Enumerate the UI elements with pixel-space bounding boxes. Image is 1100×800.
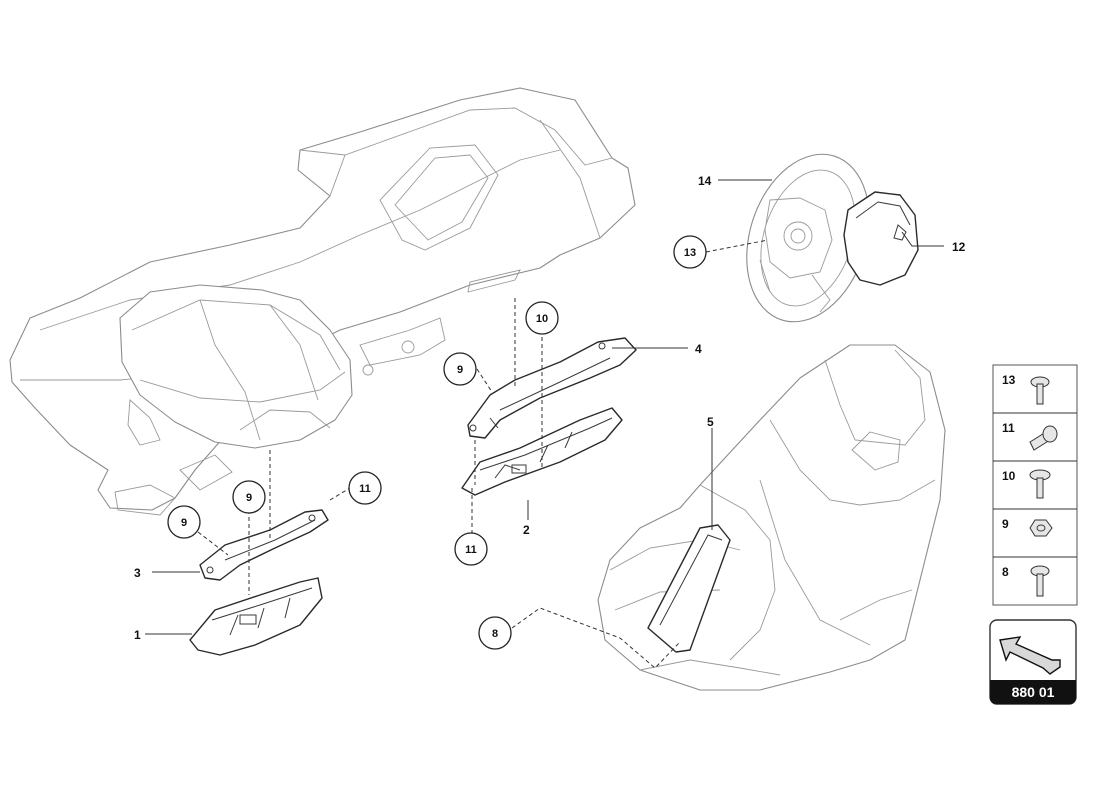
dashboard-drawing: [9, 87, 636, 516]
bolt-10-icon: [1029, 469, 1051, 499]
callout-9-top: 9: [443, 352, 477, 386]
bolt-13-icon: [1030, 376, 1050, 405]
reference-code: 880 01: [1012, 684, 1055, 700]
airbag-module-1-drawing: [189, 577, 323, 656]
svg-text:9: 9: [457, 364, 463, 376]
side-airbag-5-drawing: [647, 524, 731, 653]
bracket-3-drawing: [199, 509, 329, 581]
bolt-8-icon: [1030, 565, 1050, 597]
bracket-4-drawing: [467, 337, 637, 439]
seat-drawing: [597, 344, 946, 691]
callout-9-mid: 9: [232, 480, 266, 514]
reference-badge: 880 01: [989, 619, 1077, 705]
label-1: 1: [134, 628, 141, 642]
steering-airbag-drawing: [843, 191, 919, 286]
label-2: 2: [523, 523, 530, 537]
legend-num-10: 10: [1002, 469, 1016, 483]
callout-13-wheel: 13: [673, 235, 707, 269]
callout-11-mid: 11: [348, 471, 382, 505]
bolt-11-icon: [1029, 425, 1058, 451]
nut-9-icon: [1029, 519, 1053, 537]
legend-num-11: 11: [1002, 421, 1015, 435]
callout-8: 8: [478, 616, 512, 650]
label-4: 4: [695, 342, 702, 356]
callout-10: 10: [525, 301, 559, 335]
legend-num-8: 8: [1002, 565, 1009, 579]
legend-num-9: 9: [1002, 517, 1009, 531]
legend-num-13: 13: [1002, 373, 1016, 387]
svg-text:11: 11: [359, 483, 371, 495]
leader-lines: [145, 179, 944, 669]
label-14: 14: [698, 174, 712, 188]
label-12: 12: [952, 240, 966, 254]
svg-text:13: 13: [684, 247, 696, 259]
callout-9-left: 9: [167, 505, 201, 539]
label-5: 5: [707, 415, 714, 429]
callout-11-low: 11: [454, 532, 488, 566]
svg-text:9: 9: [181, 517, 187, 529]
svg-text:10: 10: [536, 313, 548, 325]
label-3: 3: [134, 566, 141, 580]
direction-arrow-icon: [999, 636, 1061, 675]
svg-text:9: 9: [246, 492, 252, 504]
svg-text:8: 8: [492, 628, 498, 640]
fastener-legend: 13 11 10 9 8: [992, 364, 1078, 606]
svg-text:11: 11: [465, 544, 477, 556]
